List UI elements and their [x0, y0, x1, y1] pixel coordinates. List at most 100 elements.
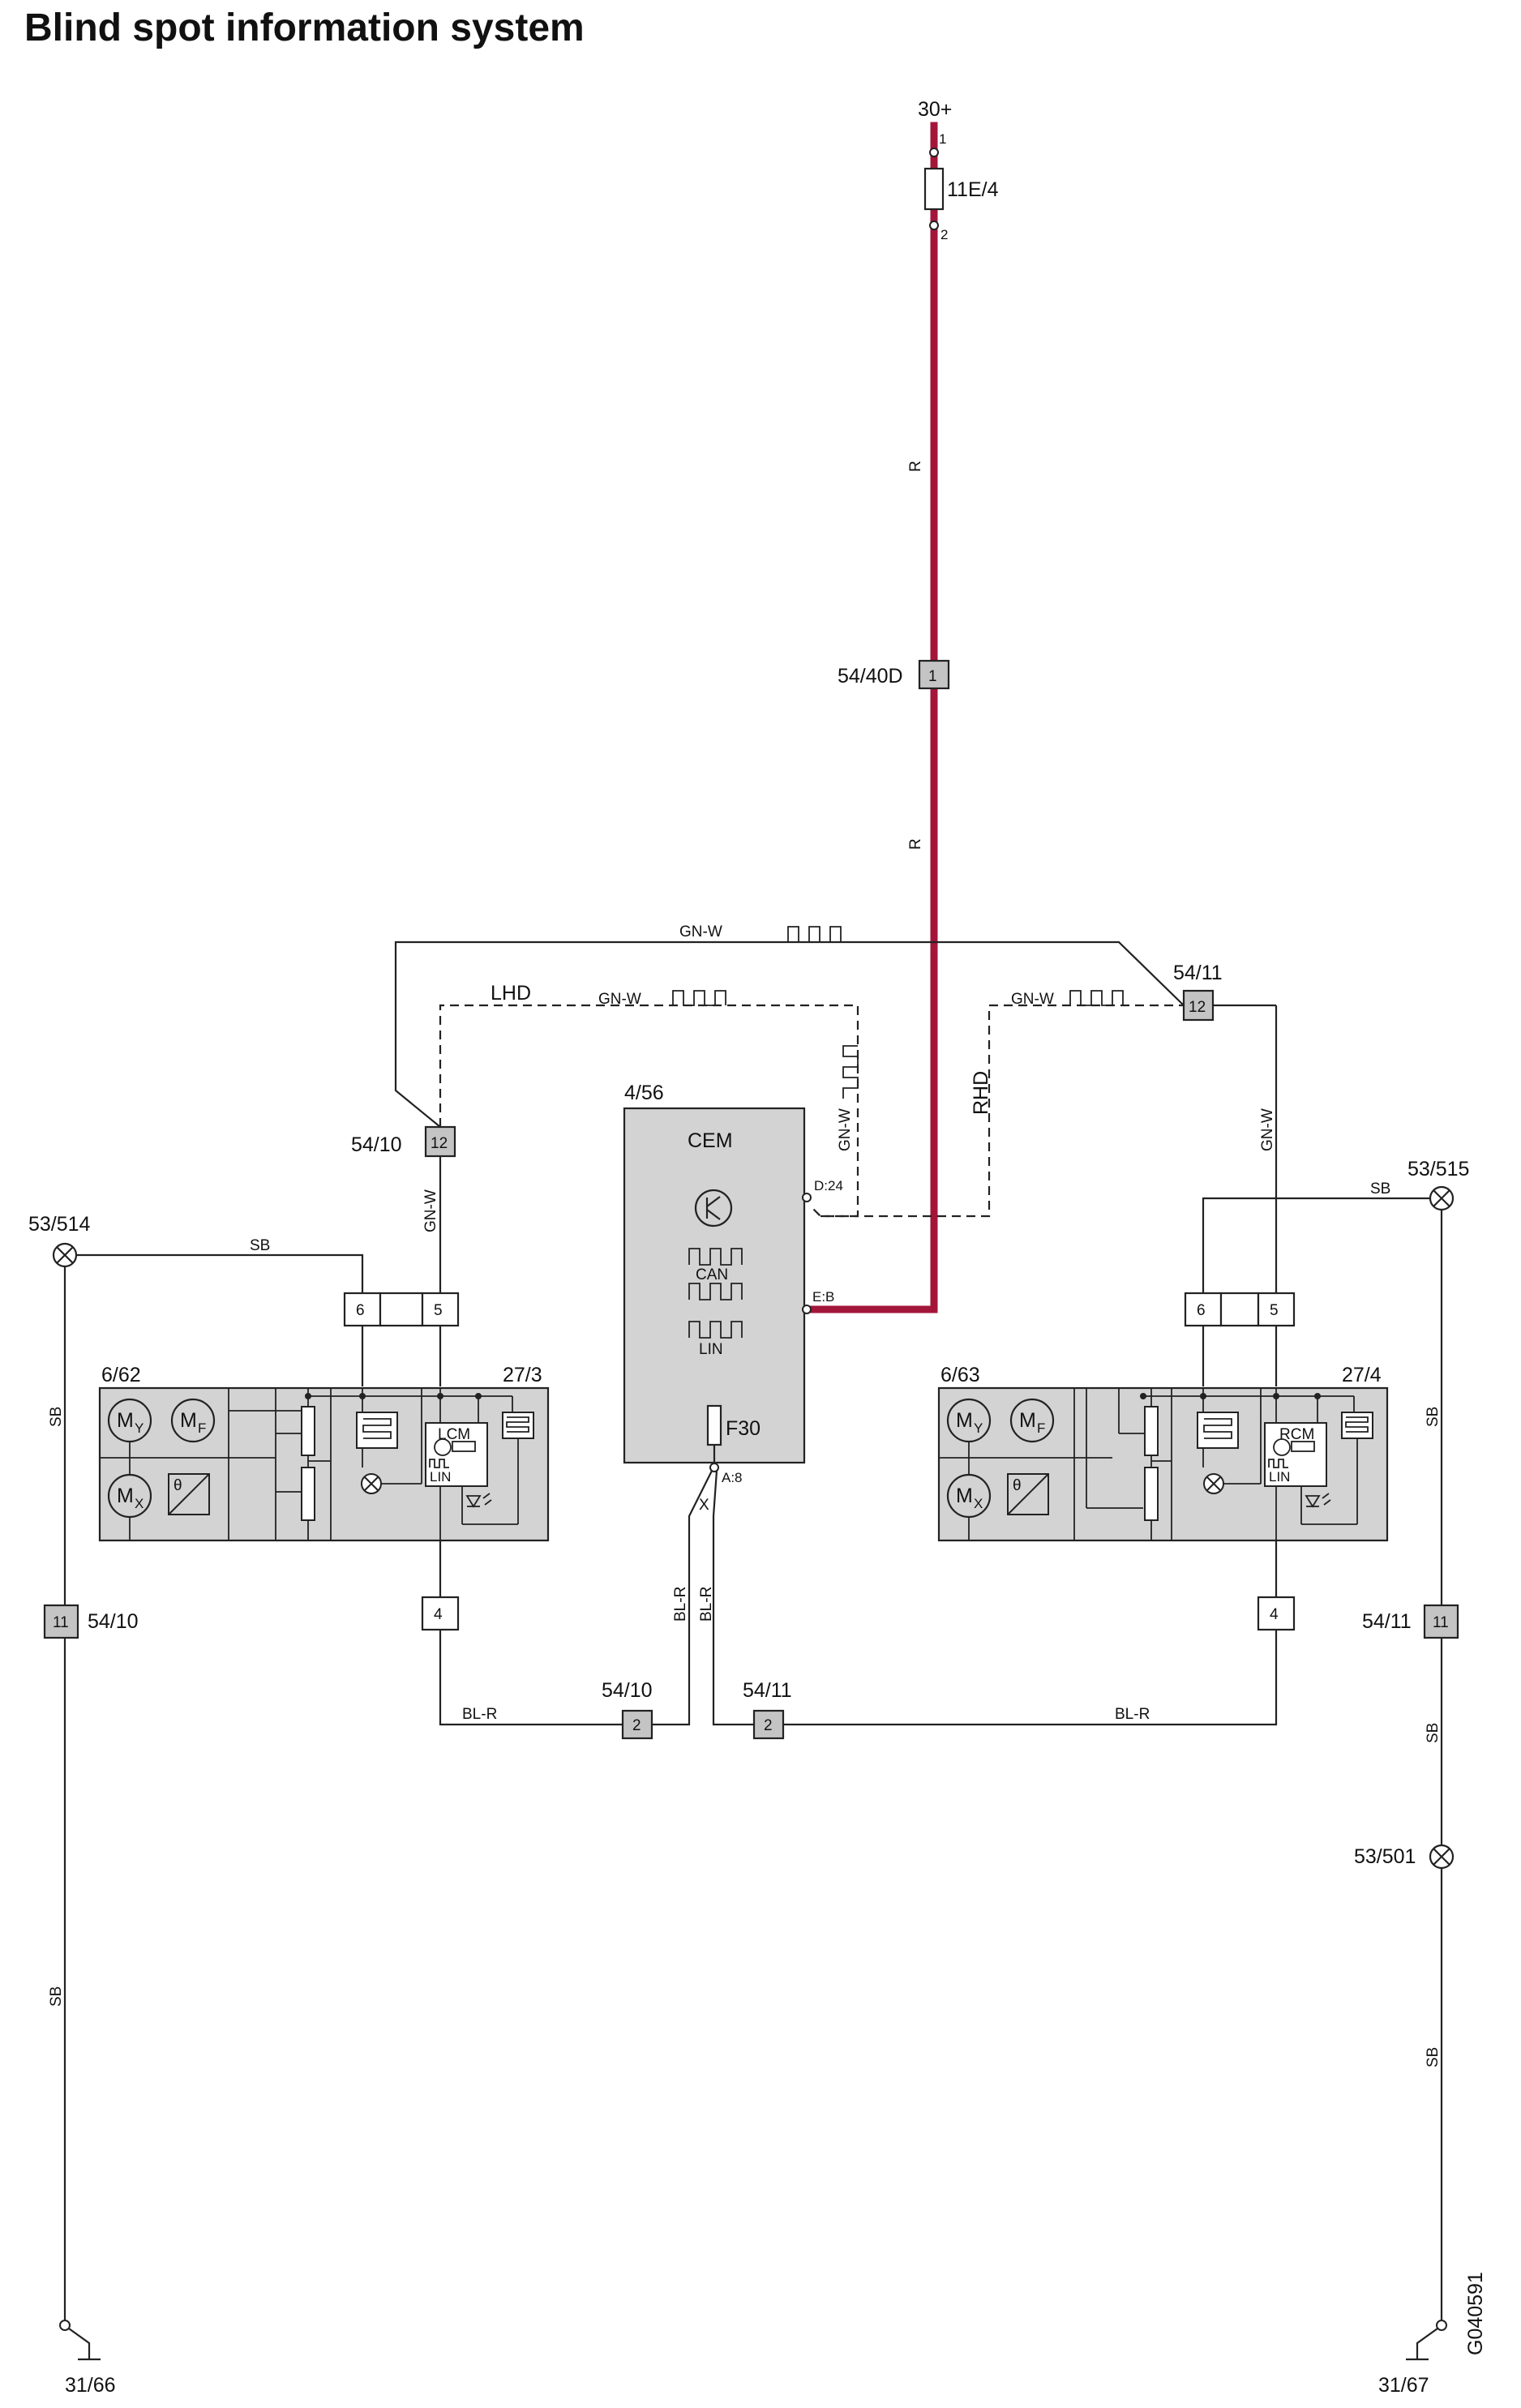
mirror-left-connector-pin4-label: 4 [434, 1606, 443, 1623]
wire-color-gnw-lhd: GN-W [598, 991, 641, 1008]
module-right-id-label: 27/4 [1342, 1364, 1382, 1386]
splice-53-515-symbol [1429, 1185, 1455, 1211]
wire-color-sb-left-2: SB [48, 1986, 65, 2007]
connector-54-11-bottom-pin: 2 [764, 1717, 773, 1734]
transistor-icon [694, 1189, 733, 1228]
cem-pin-eb-node [802, 1305, 812, 1314]
diagram-title: Blind spot information system [24, 6, 585, 49]
connector-54-11-ground [1423, 1604, 1459, 1639]
potentiometer-left-1 [301, 1406, 315, 1456]
can-signal-icon-top [787, 926, 842, 943]
connector-54-40d-label: 54/40D [838, 665, 903, 688]
led-right-icon [1305, 1495, 1321, 1508]
module-left-id-label: 27/3 [503, 1364, 542, 1386]
potentiometer-right-1 [1144, 1406, 1159, 1456]
gnw-rhd-dashed-wire [820, 1004, 1184, 1218]
cem-lin-label: LIN [699, 1341, 723, 1358]
connector-54-10-bottom-label: 54/10 [602, 1679, 653, 1702]
ground-31-67-label: 31/67 [1378, 2374, 1429, 2397]
blr-wire-right [783, 1630, 1278, 1726]
wire-color-blr-cem-left: BL-R [672, 1587, 689, 1622]
ground-31-67-symbol [1416, 2328, 1438, 2359]
terminal-30-label: 30+ [918, 98, 952, 121]
lin-signal-icon-cem [688, 1321, 743, 1339]
mirror-right-id-label: 6/63 [940, 1364, 980, 1386]
splice-53-501-symbol [1429, 1844, 1455, 1870]
connector-54-11-ground-label: 54/11 [1362, 1610, 1412, 1633]
mirror-right-connector-pin4 [1257, 1596, 1296, 1631]
variant-lhd-label: LHD [491, 982, 531, 1005]
svg-text:F: F [1037, 1420, 1045, 1436]
wire-color-gnw-left: GN-W [422, 1189, 439, 1232]
mirror-left-connector-pin4 [421, 1596, 460, 1631]
connector-54-40d [918, 659, 950, 690]
connector-54-40d-pin: 1 [928, 668, 937, 685]
svg-text:M: M [956, 1409, 973, 1432]
connector-54-10-ground-pin: 11 [53, 1614, 69, 1631]
svg-text:X: X [135, 1496, 144, 1511]
svg-text:X: X [974, 1496, 983, 1511]
motor-f-left-icon [170, 1398, 216, 1443]
cem-pin-eb-label: E:B [812, 1289, 834, 1305]
wire-color-blr-left: BL-R [462, 1706, 497, 1723]
led-left-icon [465, 1495, 482, 1508]
rcm-module-box [1264, 1422, 1327, 1487]
svg-text:F: F [198, 1420, 206, 1436]
potentiometer-left-2 [301, 1467, 315, 1521]
mirror-left-connector-pin6-label: 6 [356, 1302, 365, 1319]
gnw-lhd-dashed-wire [439, 1004, 859, 1218]
svg-text:M: M [956, 1485, 973, 1507]
svg-text:θ: θ [1013, 1477, 1022, 1494]
can-signal-icon-rhd [1069, 990, 1124, 1006]
svg-text:RCM: RCM [1279, 1426, 1314, 1443]
mirror-left-connector-pin6 [343, 1292, 382, 1327]
splice-53-515-label: 53/515 [1407, 1158, 1469, 1180]
fuse-pin-2-label: 2 [940, 227, 948, 242]
cem-can-label: CAN [696, 1266, 728, 1283]
wire-color-gnw-right: GN-W [1259, 1108, 1276, 1151]
can-signal-icon-lhd [672, 990, 726, 1006]
connector-54-11-bottom-label: 54/11 [743, 1679, 792, 1702]
variant-rhd-label: RHD [970, 1071, 992, 1115]
fuse-pin-2-node [929, 221, 939, 230]
wire-color-r-upper: R [907, 461, 924, 472]
connector-54-11-top [1182, 989, 1215, 1022]
cem-pin-a8-node [709, 1463, 719, 1472]
wire-color-sb-right-2: SB [1425, 1723, 1442, 1743]
blr-wire-cem-right [712, 1470, 754, 1726]
svg-text:M: M [180, 1409, 197, 1432]
connector-54-11-ground-pin: 11 [1433, 1614, 1449, 1631]
mirror-left-connector-pin5-label: 5 [434, 1302, 443, 1319]
cem-name-label: CEM [688, 1129, 733, 1152]
wire-color-gnw-rhd: GN-W [1011, 991, 1054, 1008]
connector-54-11-top-label: 54/11 [1173, 962, 1223, 984]
cem-pin-d24-label: D:24 [814, 1178, 843, 1193]
ground-31-66-node [59, 2320, 71, 2331]
can-signal-icon-cem-vertical [842, 1045, 859, 1099]
ground-31-66-symbol [68, 2328, 91, 2359]
svg-text:θ: θ [174, 1477, 182, 1494]
cem-fuse-f30-symbol [706, 1404, 722, 1446]
cem-fuse-f30-label: F30 [726, 1417, 760, 1440]
splice-53-501-label: 53/501 [1354, 1845, 1416, 1868]
cem-mark-x: X [699, 1497, 709, 1514]
rcm-transistor-icon [1273, 1438, 1291, 1456]
wire-color-blr-right: BL-R [1115, 1706, 1150, 1723]
can-signal-icon-cem-1 [688, 1248, 743, 1266]
lcm-transistor-icon [434, 1438, 452, 1456]
fuse-11e4-symbol [923, 167, 945, 211]
fuse-11e4-label: 11E/4 [947, 178, 999, 201]
lcm-module-box [425, 1422, 488, 1487]
wire-color-gnw-top: GN-W [679, 923, 722, 940]
svg-text:Y: Y [974, 1420, 983, 1436]
fuse-pin-1-node [929, 148, 939, 157]
sb-wire-right-top [1202, 1197, 1430, 1293]
svg-text:LIN: LIN [430, 1469, 451, 1485]
mirror-right-connector-pin4-label: 4 [1270, 1606, 1279, 1623]
drawing-id-label: G040591 [1464, 2272, 1487, 2355]
svg-text:M: M [117, 1485, 134, 1507]
wire-color-sb-left-top: SB [250, 1237, 270, 1254]
connector-54-10-ground [43, 1604, 79, 1639]
cem-id-label: 4/56 [624, 1082, 664, 1104]
